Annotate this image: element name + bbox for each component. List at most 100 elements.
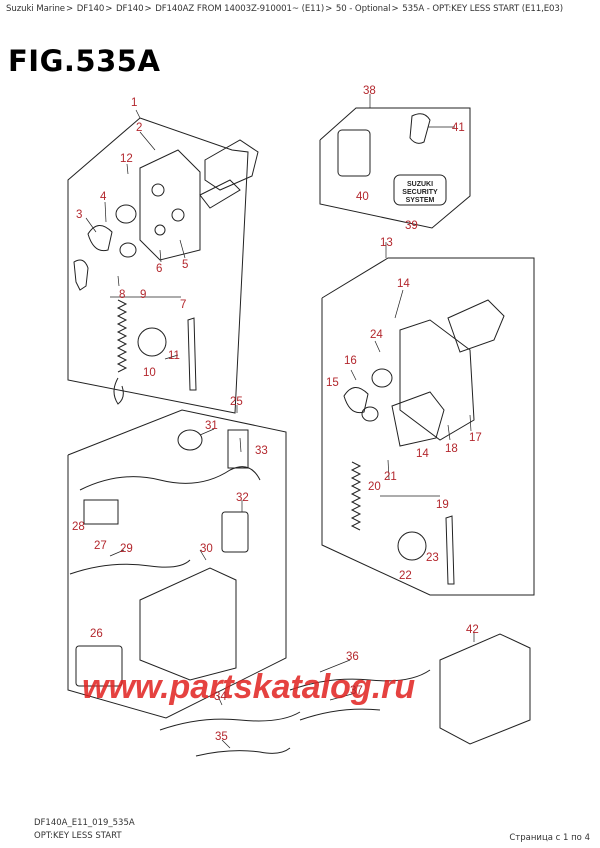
security-label-line1: SUZUKI	[407, 181, 433, 188]
washer-21	[361, 406, 379, 422]
callout-11[interactable]: 11	[168, 350, 180, 362]
callout-36[interactable]: 36	[346, 651, 359, 663]
breadcrumb-item-optional[interactable]: 50 - Optional	[335, 4, 391, 14]
buzzer-31	[177, 429, 203, 451]
callout-30[interactable]: 30	[200, 543, 213, 555]
callout-25[interactable]: 25	[230, 396, 243, 408]
key-switch-14	[447, 299, 505, 353]
callout-17[interactable]: 17	[469, 432, 482, 444]
breadcrumb-item-current: 535A - OPT:KEY LESS START (E11,E03)	[402, 4, 564, 14]
key-tag-41	[409, 113, 431, 144]
breadcrumb-separator: >	[144, 4, 152, 14]
ecu-42	[439, 633, 531, 745]
callout-9[interactable]: 9	[140, 289, 146, 301]
buzzer-22	[397, 531, 427, 561]
callout-28[interactable]: 28	[72, 521, 85, 533]
callout-2[interactable]: 2	[136, 122, 142, 134]
diagram-code: DF140A_E11_019_535A	[34, 818, 135, 828]
ring-nut-16	[371, 368, 393, 388]
breadcrumb-item-df140-model[interactable]: DF140	[115, 4, 144, 14]
callout-14[interactable]: 14	[397, 278, 410, 290]
remote-fob-40	[337, 129, 371, 177]
callout-40[interactable]: 40	[356, 191, 369, 203]
callout-23[interactable]: 23	[426, 552, 439, 564]
cable-tie-11	[187, 317, 197, 391]
lanyard-coil-20	[350, 461, 362, 531]
figure-title: FIG.535A	[8, 44, 161, 78]
callout-13[interactable]: 13	[380, 237, 393, 249]
security-label-39	[393, 174, 447, 206]
callout-31[interactable]: 31	[205, 420, 218, 432]
ring-nut-4	[115, 204, 137, 224]
cable-tie-23	[445, 515, 455, 585]
callout-22[interactable]: 22	[399, 570, 412, 582]
callout-39[interactable]: 39	[405, 220, 418, 232]
callout-18[interactable]: 18	[445, 443, 458, 455]
hole-detail	[171, 208, 185, 222]
callout-layer: 1 2 3 4 5 6 7 8 9 10 11 12 13 14 14 15 1…	[72, 85, 482, 743]
page-info: Страница с 1 по 4	[509, 833, 590, 843]
callout-38[interactable]: 38	[363, 85, 376, 97]
breadcrumb-item-df140az[interactable]: DF140AZ FROM 14003Z-910001~ (E11)	[155, 4, 325, 14]
group-outline-1	[67, 117, 249, 414]
security-label-line2: SECURITY	[402, 189, 438, 196]
switch-unit-18	[391, 391, 445, 447]
callout-34[interactable]: 34	[214, 691, 227, 703]
callout-10[interactable]: 10	[143, 367, 156, 379]
switch-panel-5	[139, 149, 201, 261]
callout-26[interactable]: 26	[90, 628, 103, 640]
label-33	[227, 429, 249, 469]
callout-27[interactable]: 27	[94, 540, 107, 552]
box-26	[75, 645, 123, 687]
callout-42[interactable]: 42	[466, 624, 479, 636]
clip	[113, 377, 124, 405]
security-label-text: SUZUKI SECURITY SYSTEM	[402, 181, 438, 204]
callout-16[interactable]: 16	[344, 355, 357, 367]
callout-4[interactable]: 4	[100, 191, 107, 203]
cap-15	[343, 387, 369, 414]
breadcrumb: Suzuki Marine> DF140> DF140> DF140AZ FRO…	[6, 4, 596, 14]
key-8	[73, 259, 89, 291]
cable-37	[299, 708, 381, 721]
watermark-text: www.partskatalog.ru	[82, 668, 415, 706]
cable-36	[289, 669, 431, 691]
callout-6[interactable]: 6	[156, 263, 162, 275]
bracket-30	[139, 567, 237, 681]
group-outline-13	[321, 257, 535, 596]
callout-3[interactable]: 3	[76, 209, 82, 221]
group-outline-25	[67, 409, 287, 719]
connector-plug	[199, 179, 241, 209]
callout-41[interactable]: 41	[452, 122, 465, 134]
diagram-caption: OPT:KEY LESS START	[34, 831, 122, 841]
breadcrumb-separator: >	[105, 4, 113, 14]
relay-32	[221, 511, 249, 553]
callout-29[interactable]: 29	[120, 543, 133, 555]
cable-34	[159, 711, 301, 731]
callout-19[interactable]: 19	[436, 499, 449, 511]
breadcrumb-item-suzuki-marine[interactable]: Suzuki Marine	[6, 4, 65, 14]
breadcrumb-separator: >	[391, 4, 399, 14]
callout-32[interactable]: 32	[236, 492, 249, 504]
cap-3	[87, 225, 113, 252]
callout-35[interactable]: 35	[215, 731, 228, 743]
callout-7[interactable]: 7	[180, 299, 186, 311]
cable-35	[195, 747, 291, 757]
callout-1[interactable]: 1	[131, 97, 137, 109]
hole-detail	[151, 183, 165, 197]
callout-15[interactable]: 15	[326, 377, 339, 389]
lanyard-coil	[116, 299, 128, 373]
buzzer-10	[137, 327, 167, 357]
washer-6	[119, 242, 137, 258]
breadcrumb-item-df140[interactable]: DF140	[76, 4, 105, 14]
callout-5[interactable]: 5	[182, 259, 188, 271]
module-28	[83, 499, 119, 525]
callout-12[interactable]: 12	[120, 153, 133, 165]
callout-37[interactable]: 37	[350, 685, 363, 697]
callout-14b[interactable]: 14	[416, 448, 429, 460]
callout-8[interactable]: 8	[119, 289, 125, 301]
callout-24[interactable]: 24	[370, 329, 383, 341]
callout-33[interactable]: 33	[255, 445, 268, 457]
callout-21[interactable]: 21	[384, 471, 397, 483]
callout-20[interactable]: 20	[368, 481, 381, 493]
